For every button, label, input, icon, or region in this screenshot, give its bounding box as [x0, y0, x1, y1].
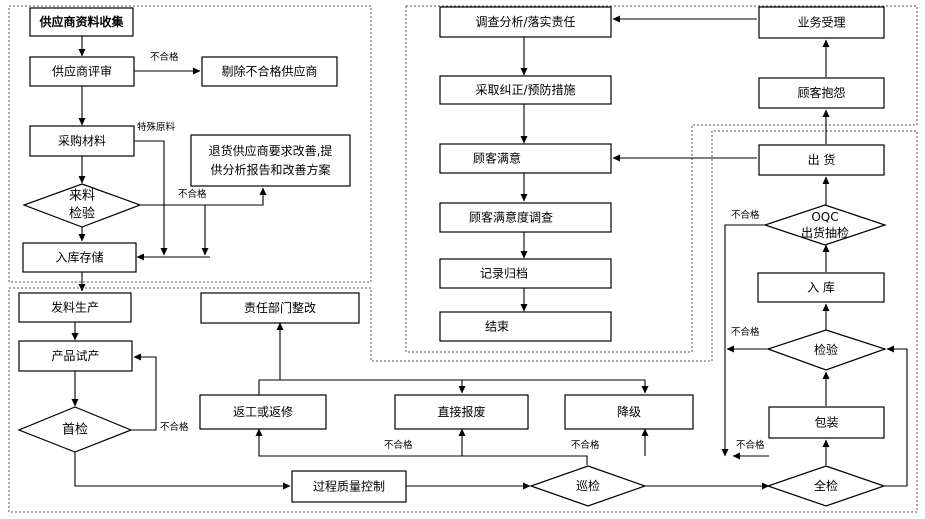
node-patrol-inspection: 巡检 [529, 465, 647, 507]
node-full-inspection: 全检 [766, 465, 886, 507]
label-investigation: 调查分析/落实责任 [475, 14, 575, 29]
label-unqualified-oqc: 不合格 [731, 209, 760, 221]
label-purchase: 采购材料 [58, 133, 106, 148]
node-rework: 返工或返修 [199, 394, 327, 430]
label-business-accept: 业务受理 [797, 15, 845, 30]
label-full-inspection: 全检 [814, 478, 838, 493]
label-unqualified-first: 不合格 [160, 421, 189, 433]
label-unqualified-rework: 不合格 [384, 439, 413, 451]
label-unqualified-review: 不合格 [150, 51, 179, 63]
node-satisfied: 顾客满意 [439, 143, 612, 174]
edge-labels: 不合格 特殊原料 不合格 不合格 不合格 不合格 不合格 不合格 不合格 [137, 51, 765, 451]
node-supplier-collect: 供应商资料收集 [29, 7, 134, 37]
label-supplier-review: 供应商评审 [52, 64, 112, 79]
region-production [8, 130, 918, 513]
node-packaging: 包装 [768, 406, 885, 439]
node-process-control: 过程质量控制 [291, 470, 407, 503]
node-corrective: 采取纠正/预防措施 [439, 75, 612, 105]
region-customer [405, 5, 918, 353]
node-first-inspection: 首检 [17, 406, 133, 453]
node-incoming-inspection: 来料 检验 [22, 183, 142, 228]
node-investigation: 调查分析/落实责任 [439, 6, 612, 38]
node-dept-rectify: 责任部门整改 [200, 292, 360, 324]
label-supplier-collect: 供应商资料收集 [38, 14, 124, 29]
label-satisfied: 顾客满意 [473, 151, 521, 166]
label-oqc-2: 出货抽检 [801, 225, 849, 240]
node-return-supplier: 退货供应商要求改善,提 供分析报告和改善方案 [190, 134, 351, 187]
node-supplier-review: 供应商评审 [29, 56, 135, 87]
label-process-control: 过程质量控制 [313, 479, 385, 494]
node-shipment: 出 货 [758, 144, 885, 176]
label-incoming-1: 来料 [69, 189, 95, 204]
label-patrol-inspection: 巡检 [576, 478, 600, 493]
node-warehouse-in: 入库存储 [22, 242, 137, 273]
node-complaint: 顾客抱怨 [758, 77, 885, 109]
node-record: 记录归档 [439, 258, 612, 289]
node-reject-supplier: 剔除不合格供应商 [201, 56, 338, 87]
node-downgrade: 降级 [564, 394, 694, 430]
label-survey: 顾客满意度调查 [469, 210, 553, 225]
label-dept-rectify: 责任部门整改 [244, 300, 316, 315]
label-special-material: 特殊原料 [137, 121, 176, 133]
label-stock-in: 入 库 [807, 280, 835, 295]
label-warehouse-in: 入库存储 [55, 250, 103, 265]
label-oqc-1: OQC [811, 210, 838, 224]
label-unqualified-patrol: 不合格 [571, 439, 600, 451]
label-record: 记录归档 [480, 267, 528, 281]
label-downgrade: 降级 [617, 405, 641, 419]
node-inspection: 检验 [766, 329, 887, 371]
label-first-inspection: 首检 [62, 423, 88, 438]
node-issue-production: 发料生产 [18, 292, 132, 323]
node-purchase: 采购材料 [29, 125, 135, 157]
label-corrective: 采取纠正/预防措施 [475, 82, 575, 97]
node-trial-production: 产品试产 [18, 340, 133, 372]
node-stock-in: 入 库 [757, 272, 885, 303]
label-unqualified-inspection: 不合格 [731, 326, 760, 338]
label-packaging: 包装 [814, 416, 838, 430]
connectors [71, 15, 908, 490]
label-shipment: 出 货 [808, 152, 836, 167]
label-scrap: 直接报废 [437, 404, 485, 419]
label-inspection: 检验 [814, 342, 838, 357]
label-unqualified-incoming: 不合格 [178, 188, 207, 200]
label-reject-supplier: 剔除不合格供应商 [221, 64, 317, 79]
region-supplier [8, 5, 372, 283]
node-oqc: OQC 出货抽检 [763, 204, 887, 246]
label-return-supplier-1: 退货供应商要求改善,提 [209, 143, 333, 158]
label-complaint: 顾客抱怨 [797, 85, 845, 100]
node-business-accept: 业务受理 [758, 6, 885, 39]
label-end: 结束 [485, 320, 509, 334]
label-trial-production: 产品试产 [51, 348, 99, 363]
label-unqualified-full: 不合格 [736, 439, 765, 451]
node-survey: 顾客满意度调查 [439, 202, 612, 233]
label-rework: 返工或返修 [233, 404, 293, 419]
label-incoming-2: 检验 [69, 206, 95, 222]
label-issue-production: 发料生产 [51, 300, 99, 315]
label-return-supplier-2: 供分析报告和改善方案 [210, 162, 330, 177]
node-end: 结束 [439, 311, 612, 342]
node-scrap: 直接报废 [394, 394, 529, 430]
